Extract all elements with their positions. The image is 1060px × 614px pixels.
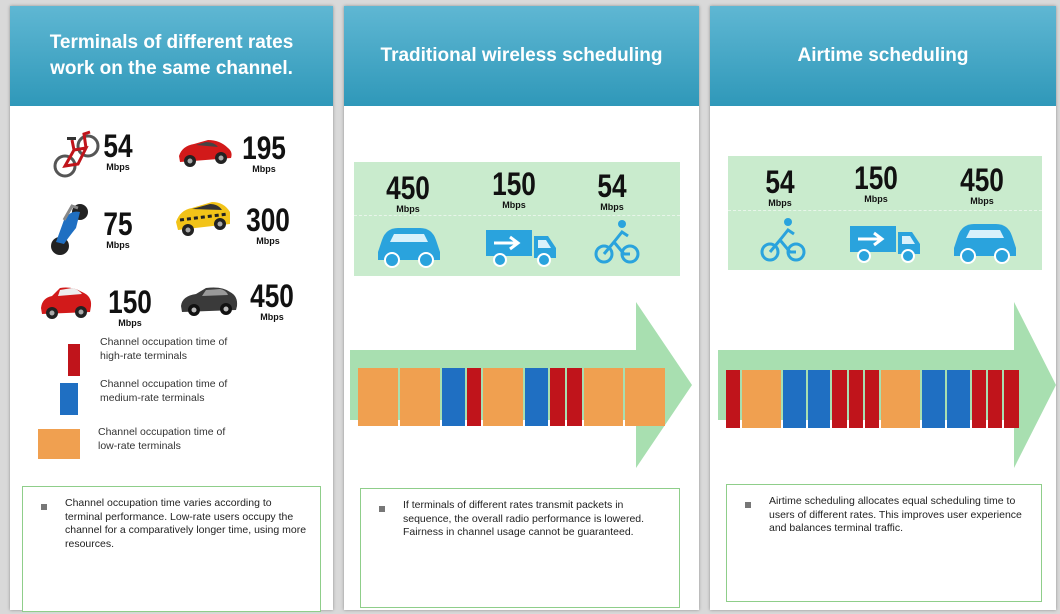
sports-car-icon xyxy=(179,140,232,167)
bullet-marker xyxy=(745,502,751,508)
low-rate-slot xyxy=(483,368,524,426)
low-rate-legend: Channel occupation time of low-rate term… xyxy=(98,426,226,452)
medium-rate-slot xyxy=(922,370,945,428)
medium-rate-slot xyxy=(807,370,831,428)
traditional-panel: Traditional wireless scheduling 450 Mbps… xyxy=(344,6,699,610)
high-rate-slot xyxy=(832,370,847,428)
band-divider xyxy=(728,210,1042,211)
low-rate-slot xyxy=(399,368,440,426)
traditional-panel-header: Traditional wireless scheduling xyxy=(344,6,699,106)
car-icon xyxy=(954,224,1016,264)
taxi-icon xyxy=(176,202,230,236)
rate-label: 300 Mbps xyxy=(246,202,290,246)
suv-icon xyxy=(181,287,238,316)
bullet-marker xyxy=(379,506,385,512)
rate-label: 150 Mbps xyxy=(854,160,898,204)
high-rate-slot xyxy=(971,370,986,428)
high-rate-slot xyxy=(987,370,1003,428)
traditional-note: If terminals of different rates transmit… xyxy=(403,499,645,539)
traditional-note-box: If terminals of different rates transmit… xyxy=(360,488,680,608)
airtime-note-box: Airtime scheduling allocates equal sched… xyxy=(726,484,1042,602)
rate-label: 54 Mbps xyxy=(597,168,627,212)
high-rate-slot xyxy=(466,368,482,426)
terminals-note: Channel occupation time varies according… xyxy=(65,497,307,550)
car-icon xyxy=(378,228,440,268)
airtime-title: Airtime scheduling xyxy=(797,45,969,67)
rate-label: 195 Mbps xyxy=(242,130,286,174)
airtime-panel-header: Airtime scheduling xyxy=(710,6,1056,106)
medium-rate-slot xyxy=(783,370,806,428)
truck-icon xyxy=(486,230,556,267)
rate-label: 75 Mbps xyxy=(103,206,133,250)
rate-label: 54 Mbps xyxy=(765,164,795,208)
rate-label: 450 Mbps xyxy=(960,162,1004,206)
low-rate-slot xyxy=(583,368,624,426)
cyclist-icon xyxy=(760,218,806,262)
high-rate-legend: Channel occupation time of high-rate ter… xyxy=(100,336,228,362)
medium-rate-slot xyxy=(441,368,465,426)
rate-label: 150 Mbps xyxy=(492,166,536,210)
terminals-panel-header: Terminals of different rates work on the… xyxy=(10,6,333,106)
truck-icon xyxy=(850,226,920,263)
medium-rate-swatch xyxy=(60,383,78,415)
high-rate-slot xyxy=(848,370,864,428)
medium-rate-slot xyxy=(525,368,549,426)
high-rate-swatch xyxy=(68,344,80,376)
motorcycle-icon xyxy=(51,204,88,255)
high-rate-slot xyxy=(865,370,880,428)
cyclist-icon xyxy=(594,220,640,264)
bullet-marker xyxy=(41,504,47,510)
terminals-note-box: Channel occupation time varies according… xyxy=(22,486,321,612)
low-rate-slot xyxy=(625,368,666,426)
rate-label: 150 Mbps xyxy=(108,284,152,328)
band-divider xyxy=(354,215,680,216)
low-rate-slot xyxy=(742,370,782,428)
high-rate-slot xyxy=(566,368,582,426)
medium-rate-slot xyxy=(946,370,970,428)
airtime-note: Airtime scheduling allocates equal sched… xyxy=(769,495,1022,535)
high-rate-slot xyxy=(1004,370,1019,428)
airtime-panel: Airtime scheduling 54 Mbps 150 Mbps 450 … xyxy=(710,6,1056,610)
medium-rate-legend: Channel occupation time of medium-rate t… xyxy=(100,378,228,404)
low-rate-swatch xyxy=(38,429,80,459)
low-rate-slot xyxy=(358,368,398,426)
high-rate-slot xyxy=(726,370,741,428)
rate-label: 54 Mbps xyxy=(103,128,133,172)
terminals-title-line1: Terminals of different rates xyxy=(49,32,294,54)
low-rate-slot xyxy=(881,370,921,428)
high-rate-slot xyxy=(550,368,565,426)
terminals-title-line2: work on the same channel. xyxy=(50,58,293,79)
rate-label: 450 Mbps xyxy=(386,170,430,214)
rate-label: 450 Mbps xyxy=(250,278,294,322)
sedan-icon xyxy=(41,287,92,319)
terminals-panel: Terminals of different rates work on the… xyxy=(10,6,333,612)
traditional-title: Traditional wireless scheduling xyxy=(380,45,663,67)
bicycle-icon xyxy=(53,130,100,178)
